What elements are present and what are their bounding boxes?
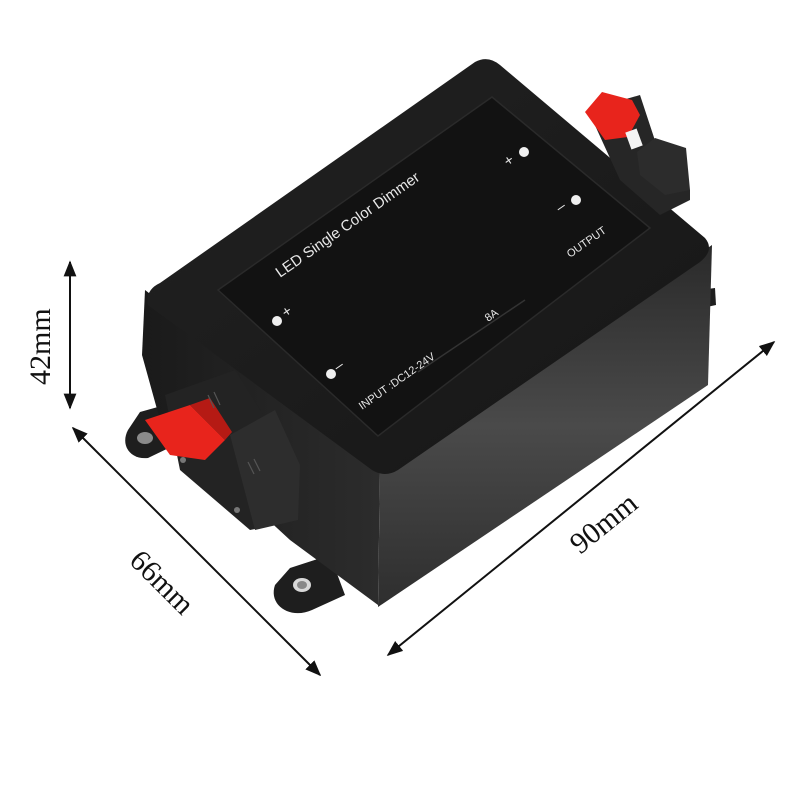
input-plus-dot (272, 316, 282, 326)
dimension-width-label: 66mm (123, 544, 201, 622)
output-terminal-lever-red (585, 92, 640, 140)
output-terminal-block (585, 92, 690, 215)
dimension-height-label: 42mm (24, 308, 57, 385)
dimension-height: 42mm (24, 260, 77, 410)
output-minus-dot (571, 195, 581, 205)
output-terminal-lever-black (637, 138, 690, 195)
dimension-length-label: 90mm (564, 487, 644, 561)
output-plus-dot (519, 147, 529, 157)
label-panel (216, 96, 652, 437)
dimension-width-line (71, 426, 322, 677)
dimension-length-line (386, 340, 776, 657)
input-minus-dot (326, 369, 336, 379)
